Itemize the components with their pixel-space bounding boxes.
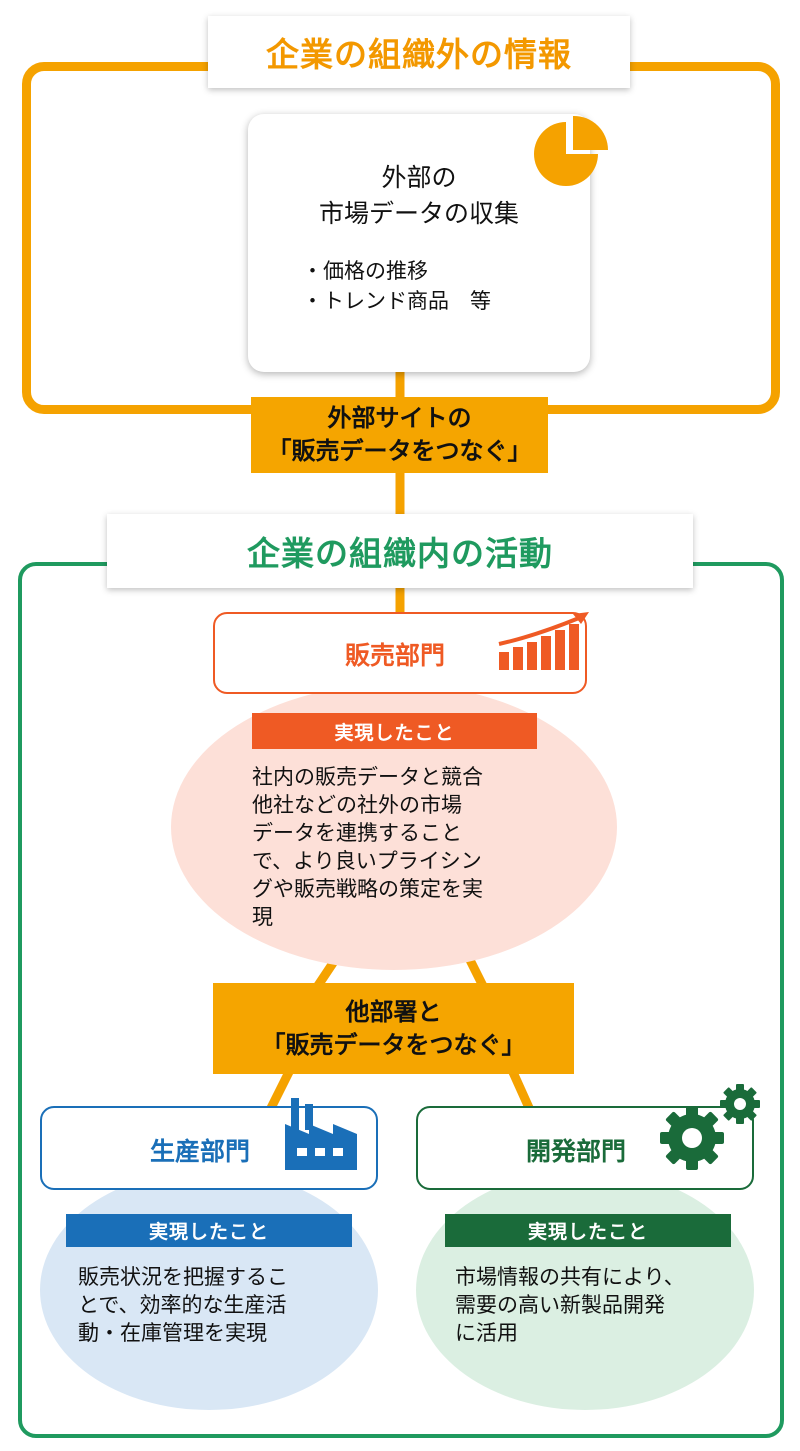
production-dept-box: 生産部門 <box>40 1106 378 1190</box>
outer-connector-line1: 外部サイトの <box>327 404 472 432</box>
inner-connector-line1: 他部署と <box>345 997 442 1026</box>
production-badge: 実現したこと <box>66 1214 352 1247</box>
inner-connector-box: 他部署と 「販売データをつなぐ」 <box>213 983 574 1074</box>
development-line: 市場情報の共有により、 <box>455 1265 685 1289</box>
sales-dept-box: 販売部門 <box>213 612 587 694</box>
gear-icon <box>660 1084 760 1170</box>
card-title-line1: 外部の <box>381 163 457 192</box>
development-ellipse <box>416 1170 754 1410</box>
development-badge: 実現したこと <box>445 1214 731 1247</box>
outer-connector-line2: 「販売データをつなぐ」 <box>267 437 532 465</box>
factory-icon <box>285 1098 357 1170</box>
sales-line: データを連携すること <box>252 821 462 845</box>
card-item: ・価格の推移 <box>302 259 428 283</box>
production-description: 販売状況を把握するこ とで、効率的な生産活 動・在庫管理を実現 <box>78 1263 288 1347</box>
development-line: 需要の高い新製品開発 <box>455 1293 665 1317</box>
bar-chart-growth-icon <box>498 612 589 670</box>
development-dept-label: 開発部門 <box>526 1137 627 1166</box>
sales-description: 社内の販売データと競合 他社などの社外の市場 データを連携すること で、より良い… <box>252 763 483 931</box>
development-description: 市場情報の共有により、 需要の高い新製品開発 に活用 <box>455 1263 685 1347</box>
production-line: 販売状況を把握するこ <box>78 1265 288 1289</box>
sales-line: グや販売戦略の策定を実 <box>252 877 483 901</box>
sales-line: で、より良いプライシン <box>252 849 482 873</box>
production-line: 動・在庫管理を実現 <box>78 1321 267 1345</box>
inner-connector-line2: 「販売データをつなぐ」 <box>261 1030 526 1059</box>
sales-line: 社内の販売データと競合 <box>252 765 483 789</box>
outer-connector-box: 外部サイトの 「販売データをつなぐ」 <box>251 397 548 473</box>
card-title-line2: 市場データの収集 <box>318 199 519 228</box>
card-item-list: ・価格の推移 ・トレンド商品 等 <box>302 256 491 316</box>
line-connector-to-development <box>507 1068 535 1112</box>
pie-chart-icon <box>534 115 608 186</box>
outer-info-banner: 企業の組織外の情報 <box>208 16 630 88</box>
sales-dept-label: 販売部門 <box>345 641 446 670</box>
development-line: に活用 <box>455 1321 518 1345</box>
production-ellipse <box>40 1170 378 1410</box>
production-dept-label: 生産部門 <box>150 1137 251 1166</box>
market-data-card: 外部の 市場データの収集 ・価格の推移 ・トレンド商品 等 <box>248 114 590 372</box>
card-item: ・トレンド商品 等 <box>302 289 491 313</box>
sales-line: 他社などの社外の市場 <box>252 793 462 817</box>
line-connector-to-production <box>265 1067 295 1113</box>
inner-activity-banner: 企業の組織内の活動 <box>107 514 693 588</box>
production-line: とで、効率的な生産活 <box>78 1293 287 1317</box>
sales-line: 現 <box>252 905 273 929</box>
sales-badge: 実現したこと <box>252 713 537 749</box>
